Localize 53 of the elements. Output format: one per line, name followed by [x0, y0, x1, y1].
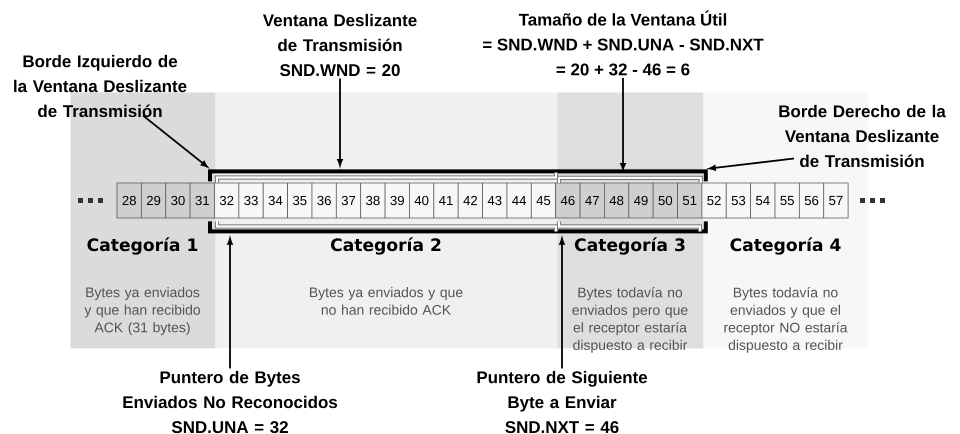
byte-cell: 32: [214, 182, 240, 218]
category-description: Bytes todavía no enviados pero que el receptor estaría dispuesto a recibir: [572, 287, 688, 353]
byte-cell: 35: [287, 182, 312, 218]
category-heading: Categoría 1: [87, 237, 198, 255]
byte-cell: 38: [360, 182, 386, 218]
category-description: Bytes todavía no enviados y que el receptor NO estaría dispuesto a recibir: [724, 287, 848, 353]
category-heading: Categoría 4: [730, 237, 841, 255]
category-description: Bytes ya enviados y que no han recibido ACK: [310, 287, 462, 315]
annotation-label: Puntero de Bytes Enviados No Reconocidos SND.UNA = 32: [123, 370, 338, 434]
byte-cell: 57: [823, 182, 848, 218]
byte-cell: 47: [580, 182, 605, 218]
annotation-label: Tamaño de la Ventana Útil = SND.WND + SND.UNA - SND.NXT = 20 + 32 - 46 = 6: [483, 10, 764, 76]
annotation-label: Puntero de Siguiente Byte a Enviar SND.NXT = 46: [478, 370, 648, 434]
byte-cell: 33: [238, 182, 264, 218]
byte-cell: 29: [140, 182, 166, 218]
category-heading: Categoría 3: [574, 237, 685, 255]
arrow: [708, 158, 794, 171]
annotation-label: Borde Derecho de la Ventana Deslizante de Transmisión: [779, 104, 946, 168]
byte-cell: 44: [506, 182, 532, 218]
byte-cell: 39: [384, 182, 410, 218]
byte-cell: 56: [798, 182, 824, 218]
arrow: [559, 238, 565, 368]
byte-cell: 49: [628, 182, 654, 218]
byte-cell: 36: [312, 182, 337, 218]
annotation-label: Borde Izquierdo de la Ventana Deslizante de Transmisión: [14, 54, 186, 118]
byte-cell: 28: [116, 182, 142, 218]
byte-cell: 41: [433, 182, 459, 218]
byte-cell: 53: [726, 182, 752, 218]
arrow: [227, 238, 233, 368]
byte-cell: 43: [482, 182, 508, 218]
byte-cell: 31: [190, 182, 215, 218]
category-heading: Categoría 2: [330, 237, 440, 255]
byte-cell: 54: [750, 182, 776, 218]
category-description: Bytes ya enviados y que han recibido ACK (31 bytes): [84, 287, 200, 336]
arrow: [620, 78, 626, 170]
byte-cell: 42: [458, 182, 483, 218]
byte-cell: 48: [604, 182, 630, 218]
window-bracket: [208, 221, 708, 234]
arrow: [142, 114, 208, 168]
byte-cell: 34: [262, 182, 288, 218]
byte-cell: 45: [530, 182, 556, 218]
annotation-label: Ventana Deslizante de Transmisión SND.WND = 20: [262, 14, 417, 76]
window-bracket: [208, 169, 708, 182]
byte-cell: 52: [701, 182, 727, 218]
byte-cell: 55: [774, 182, 800, 218]
byte-cell: 37: [336, 182, 362, 218]
byte-cell: 40: [409, 182, 434, 218]
byte-cell: 46: [555, 182, 580, 218]
byte-cell: 50: [652, 182, 678, 218]
byte-cell: 51: [677, 182, 702, 218]
inner-bracket: [556, 176, 703, 183]
byte-cell: 30: [165, 182, 191, 218]
arrow: [337, 78, 343, 166]
